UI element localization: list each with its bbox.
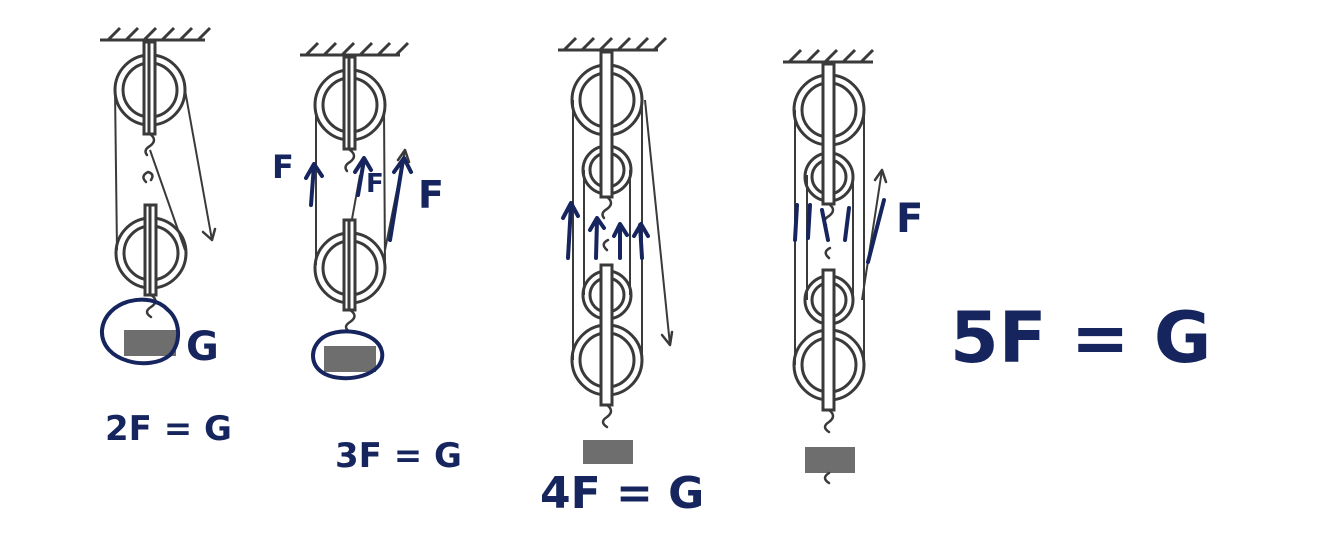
force-label-f: F — [272, 148, 294, 186]
pulley-system-3: 4F = G — [540, 36, 704, 519]
equation-label: 3F = G — [335, 436, 462, 476]
weight-label-g: G — [186, 324, 219, 370]
pulley-system-2: F F F 3F = G — [272, 41, 462, 476]
force-label-f: F — [896, 196, 923, 242]
pull-arrow — [396, 148, 411, 164]
fixed-pulley — [313, 55, 387, 151]
ceiling-support-2 — [300, 41, 410, 57]
movable-pulley — [114, 203, 188, 297]
equation-label: 4F = G — [540, 468, 704, 519]
ceiling-support-3 — [558, 36, 668, 52]
pull-arrow — [873, 168, 888, 184]
movable-pulley — [313, 218, 387, 312]
hook — [144, 132, 156, 157]
ink-circle — [311, 329, 385, 381]
weight-block — [583, 440, 633, 464]
pulley-system-1: G 2F = G — [99, 26, 232, 449]
pull-arrow — [201, 227, 217, 242]
ceiling-support-4 — [783, 48, 875, 64]
fixed-pulley — [113, 40, 187, 136]
pull-arrow — [660, 330, 674, 347]
ceiling-support-1 — [100, 26, 212, 42]
weight-block — [805, 447, 855, 473]
force-label-f: F — [366, 169, 384, 199]
equation-label: 5F = G — [950, 297, 1211, 379]
pulley-system-4: F 5F = G — [783, 48, 1211, 485]
force-arrows — [304, 156, 413, 242]
ink-circle — [99, 297, 180, 366]
force-label-f: F — [418, 173, 444, 217]
force-arrows — [561, 201, 650, 260]
weight-block — [124, 330, 176, 356]
equation-label: 2F = G — [105, 409, 232, 449]
weight-block — [324, 346, 376, 372]
tally-strokes — [793, 198, 886, 264]
